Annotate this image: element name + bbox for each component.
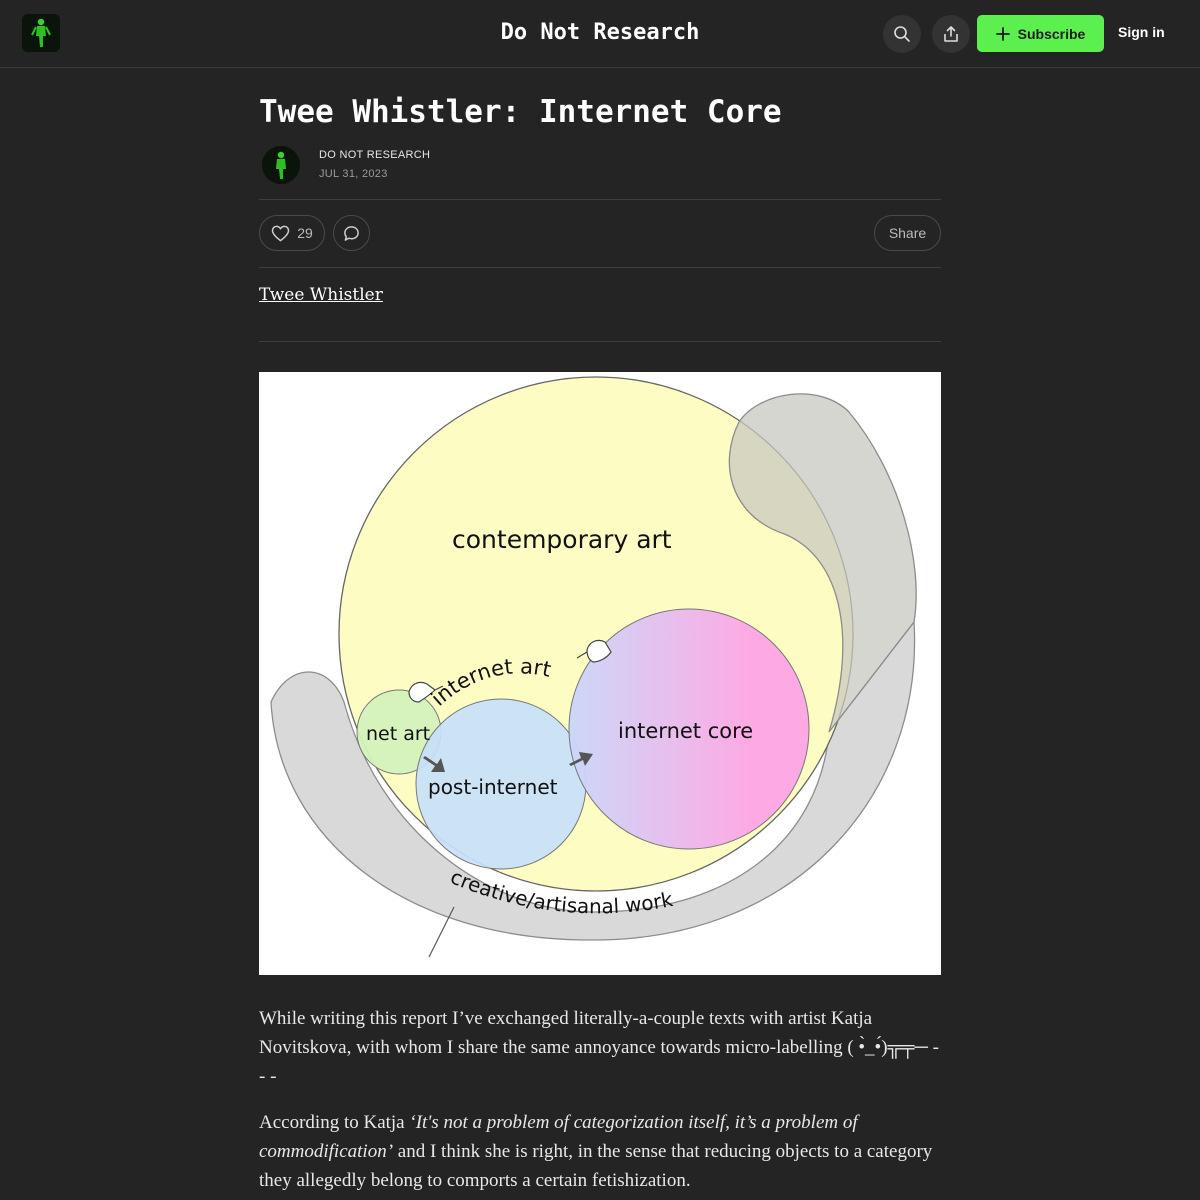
series-link[interactable]: Twee Whistler xyxy=(259,285,383,305)
pointer-hand-left-icon xyxy=(408,681,444,703)
label-post-internet: post-internet xyxy=(428,775,558,799)
share-button[interactable]: Share xyxy=(874,215,941,251)
comment-button[interactable] xyxy=(333,215,370,251)
pointer-hand-right-icon xyxy=(576,639,612,663)
like-count: 29 xyxy=(297,225,313,241)
subscribe-label: Subscribe xyxy=(1017,25,1086,42)
divider xyxy=(259,199,941,200)
creative-band-lower xyxy=(270,620,916,941)
heart-icon xyxy=(271,225,290,241)
katja-quote: ‘It's not a problem of categorization it… xyxy=(259,1112,858,1162)
share-icon xyxy=(944,26,958,42)
post-date: JUL 31, 2023 xyxy=(319,168,388,180)
author-name[interactable]: DO NOT RESEARCH xyxy=(319,149,431,161)
green-figure-logo-icon xyxy=(22,14,60,52)
article-image-internet-core-diagram[interactable]: contemporary art internet art net art po… xyxy=(259,372,941,975)
search-icon xyxy=(894,26,910,42)
arrow-net-to-post xyxy=(423,756,445,772)
search-button[interactable] xyxy=(883,15,921,53)
plus-icon xyxy=(995,26,1010,41)
internet-core-circle xyxy=(568,608,810,850)
label-net-art: net art xyxy=(366,723,430,745)
top-navigation-bar: Do Not Research Subscribe Sign in xyxy=(0,0,1200,68)
divider xyxy=(259,267,941,268)
divider xyxy=(259,341,941,342)
categories-diagram: contemporary art internet art net art po… xyxy=(270,376,917,958)
comment-icon xyxy=(344,225,359,241)
creative-band-upper xyxy=(728,393,917,733)
sign-in-link[interactable]: Sign in xyxy=(1118,24,1165,40)
body-paragraph-2: According to Katja ‘It's not a problem o… xyxy=(259,1108,941,1195)
body-paragraph-2-lead: According to Katja xyxy=(259,1112,410,1133)
post-title: Twee Whistler: Internet Core xyxy=(259,94,782,130)
site-logo[interactable] xyxy=(22,14,60,52)
share-page-button[interactable] xyxy=(932,15,970,53)
subscribe-button[interactable]: Subscribe xyxy=(977,15,1104,52)
label-internet-core: internet core xyxy=(618,719,753,743)
green-figure-avatar-icon xyxy=(262,146,300,184)
body-paragraph-1: While writing this report I’ve exchanged… xyxy=(259,1008,939,1087)
arrow-post-to-core xyxy=(569,752,593,766)
label-pointer-line xyxy=(428,906,455,958)
label-contemporary-art: contemporary art xyxy=(452,525,672,554)
author-avatar[interactable] xyxy=(262,146,300,184)
like-button[interactable]: 29 xyxy=(259,215,325,251)
body-paragraph-2-tail: and I think she is right, in the sense t… xyxy=(259,1141,933,1191)
